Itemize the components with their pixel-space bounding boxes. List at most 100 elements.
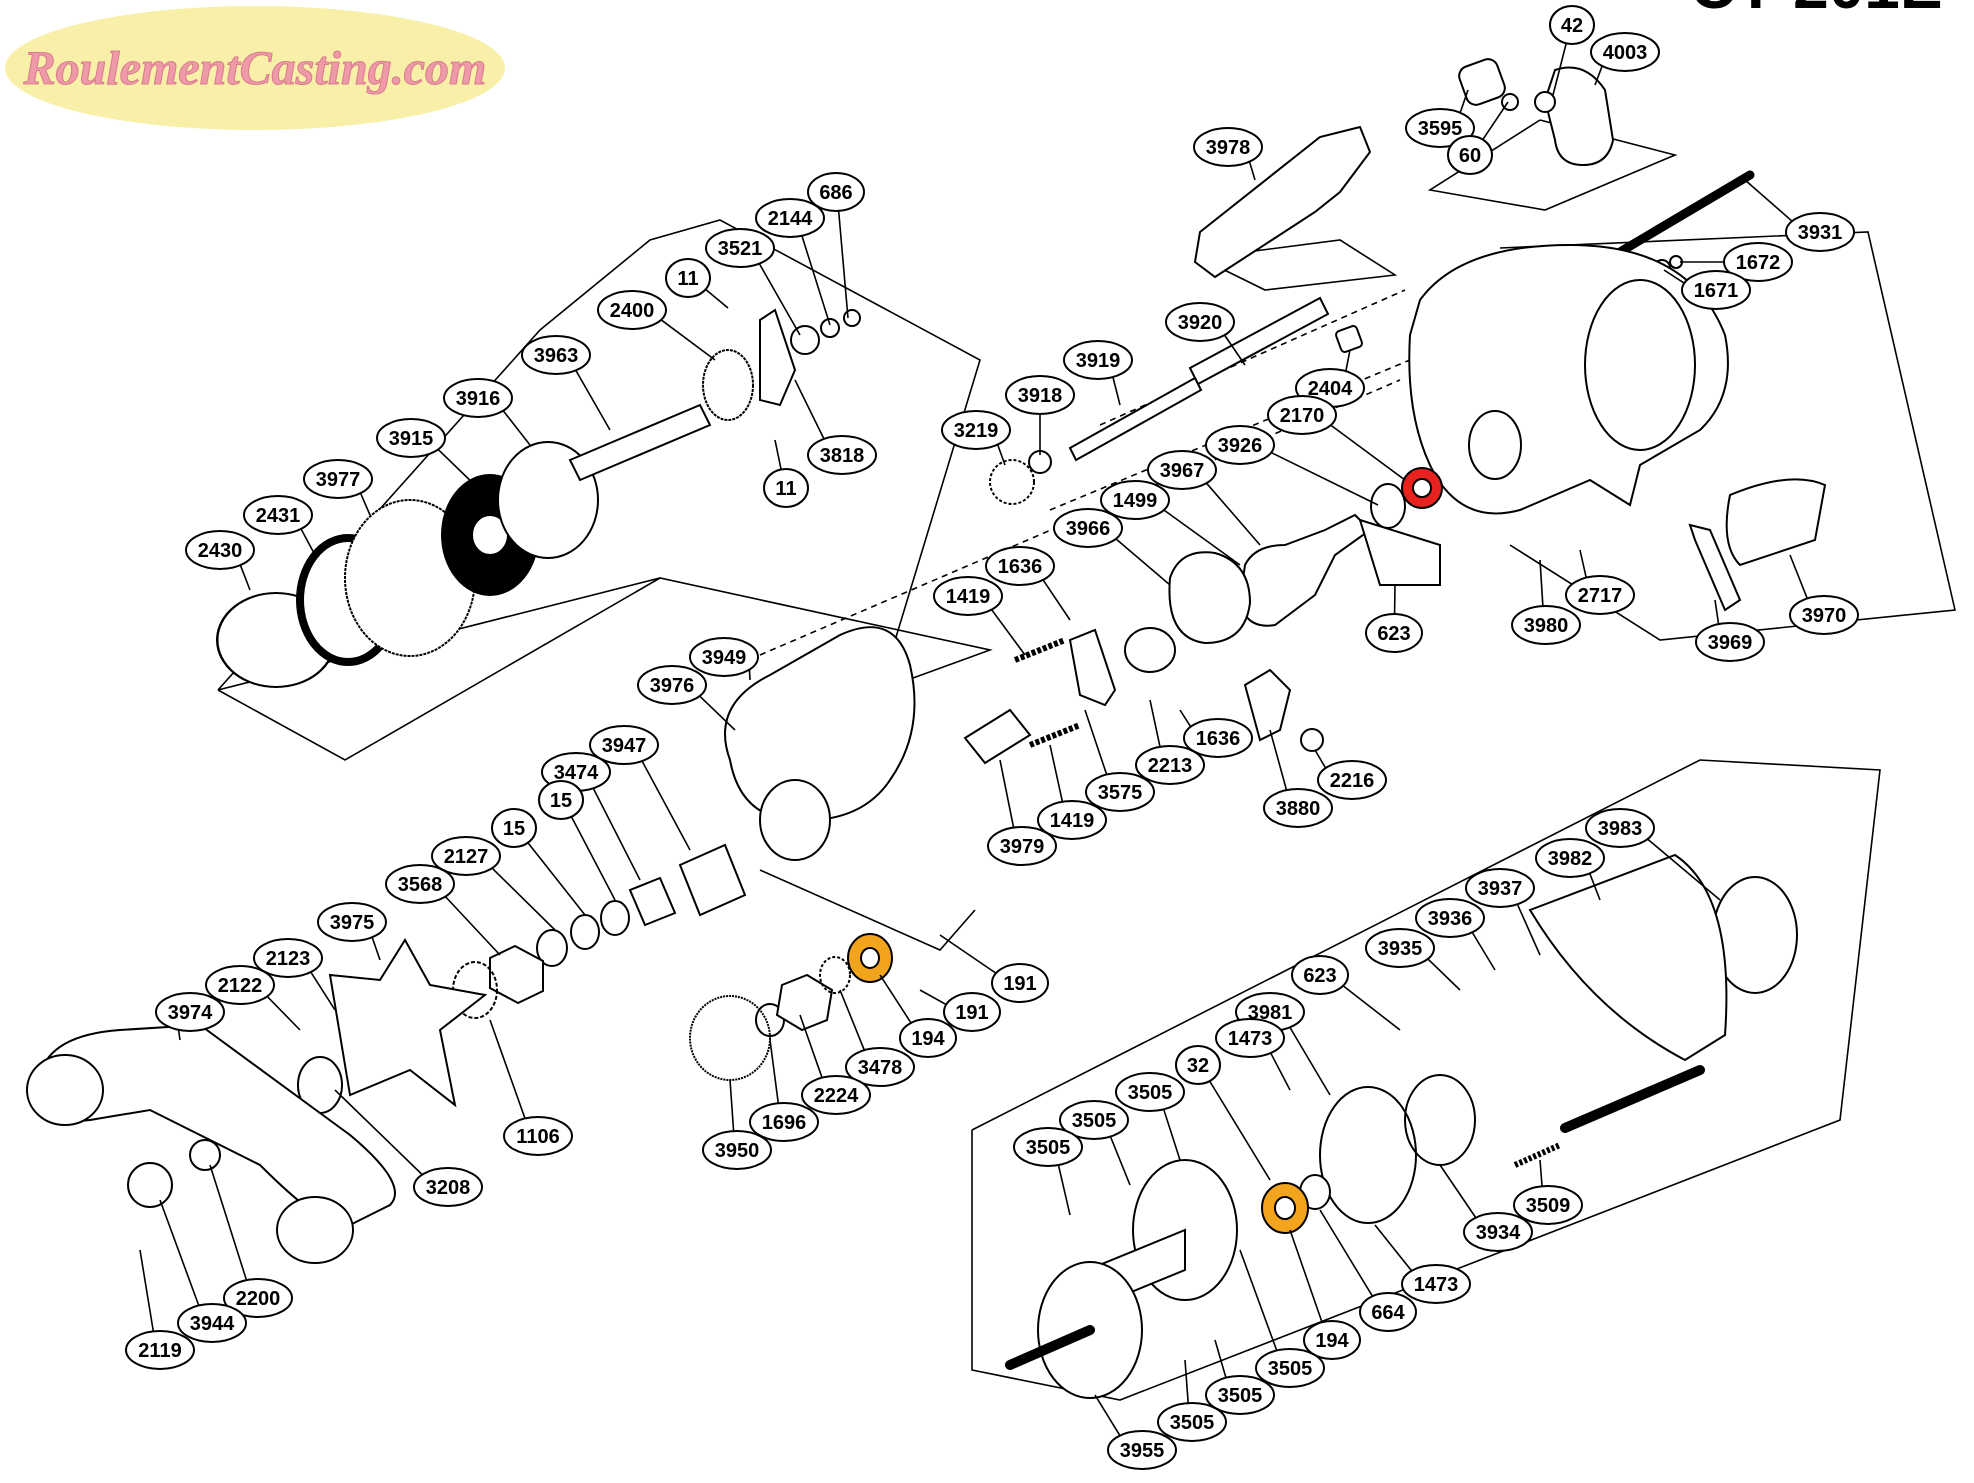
part-3979-pinion — [963, 708, 1032, 765]
callout-oval — [801, 1075, 871, 1115]
callout-leader — [1482, 101, 1509, 141]
callout-oval — [1107, 1430, 1177, 1470]
part-3568-nut — [489, 944, 544, 1005]
callout-label: 3880 — [1276, 798, 1321, 820]
callout-label: 4003 — [1603, 42, 1648, 64]
callout-1636: 1636 — [985, 546, 1071, 621]
callout-leader — [1552, 43, 1568, 96]
callout-leader — [1115, 538, 1171, 586]
callout-leader — [359, 492, 371, 516]
callout-label: 2200 — [236, 1288, 281, 1310]
callout-oval — [431, 836, 501, 876]
callout-label: 3918 — [1018, 385, 1063, 407]
callout-2200: 2200 — [209, 1164, 293, 1318]
callout-3963: 3963 — [521, 335, 611, 431]
callout-oval — [1059, 1100, 1129, 1140]
callout-leader — [139, 1249, 155, 1332]
callout-leader — [1330, 424, 1406, 481]
frame-side-plate-group — [217, 577, 661, 761]
callout-3949: 3949 — [689, 637, 759, 681]
callout-3944: 3944 — [159, 1199, 247, 1343]
callout-686: 686 — [807, 172, 865, 319]
callout-194: 194 — [879, 974, 957, 1058]
callout-2213: 2213 — [1135, 699, 1205, 785]
callout-3950: 3950 — [702, 1079, 772, 1170]
callout-label: 3944 — [190, 1313, 235, 1335]
callout-oval — [1359, 1292, 1417, 1332]
callout-leader — [1094, 1394, 1121, 1436]
callout-label: 3979 — [1000, 836, 1045, 858]
callout-oval — [1215, 1018, 1285, 1058]
callout-3975: 3975 — [317, 902, 387, 961]
callout-leader — [794, 379, 825, 440]
callout-3970: 3970 — [1789, 554, 1859, 635]
callout-oval — [1590, 32, 1660, 72]
bearing-194-spool-bore — [1274, 1196, 1296, 1220]
callout-leader — [660, 319, 716, 361]
callout-3955: 3955 — [1094, 1394, 1177, 1470]
callout-label: 11 — [775, 478, 796, 500]
callout-label: 1636 — [998, 556, 1043, 578]
callout-oval — [1401, 1264, 1471, 1304]
callout-leader — [491, 867, 556, 931]
callout-oval — [491, 808, 537, 848]
callout-oval — [637, 665, 707, 705]
callout-leader — [774, 439, 782, 470]
part-3966-cam-hole — [1124, 627, 1176, 673]
callout-oval — [1005, 375, 1075, 415]
callout-oval — [1147, 450, 1217, 490]
callout-leader — [939, 934, 997, 974]
callout-1106: 1106 — [489, 1019, 573, 1156]
callout-leader — [1214, 1339, 1227, 1378]
callout-oval — [155, 992, 225, 1032]
callout-oval — [1193, 127, 1263, 167]
callout-oval — [899, 1018, 957, 1058]
callout-oval — [521, 335, 591, 375]
callout-2144: 2144 — [755, 198, 831, 326]
callout-leader — [1109, 1136, 1131, 1186]
callout-label: 2170 — [1280, 405, 1325, 427]
callout-label: 194 — [1315, 1330, 1349, 1352]
callout-oval — [845, 1047, 915, 1087]
callout-oval — [1157, 1402, 1227, 1442]
callout-leader — [1647, 838, 1721, 901]
callout-oval — [253, 938, 323, 978]
callout-leader — [1744, 179, 1793, 222]
callout-label: 1636 — [1196, 728, 1241, 750]
callout-oval — [1085, 772, 1155, 812]
callout-oval — [125, 1330, 195, 1370]
callout-leader — [1374, 1224, 1413, 1272]
callout-oval — [755, 198, 825, 238]
part-3818-plate — [759, 308, 797, 407]
bearing-2170-bore — [1412, 478, 1432, 498]
callout-label: 15 — [503, 818, 525, 840]
part-3974-knob-right — [276, 1196, 354, 1264]
callout-3947: 3947 — [589, 725, 691, 851]
callout-leader — [1208, 1080, 1271, 1181]
part-3966-cam — [1168, 551, 1252, 645]
callout-label: 3966 — [1066, 518, 1111, 540]
part-3509-spring — [1513, 1142, 1562, 1168]
callout-oval — [243, 495, 313, 535]
callout-label: 3935 — [1378, 938, 1423, 960]
part-3947-bearing — [678, 843, 747, 917]
part-3955-spool-shaft — [1005, 1325, 1095, 1370]
callout-3983: 3983 — [1585, 808, 1721, 901]
callout-oval — [991, 963, 1049, 1003]
callout-3818: 3818 — [794, 379, 877, 475]
callout-label: 3934 — [1476, 1222, 1521, 1244]
callout-11: 11 — [763, 439, 809, 508]
callout-label: 1473 — [1228, 1028, 1273, 1050]
callout-leader — [1184, 1359, 1189, 1404]
callout-label: 3969 — [1708, 632, 1753, 654]
callout-label: 1671 — [1694, 280, 1739, 302]
callout-leader — [1269, 729, 1288, 791]
callout-3980: 3980 — [1511, 559, 1581, 645]
callout-oval — [763, 468, 809, 508]
callout-leader — [1319, 1209, 1374, 1297]
callout-leader — [1714, 599, 1720, 625]
callout-label: 3505 — [1026, 1137, 1071, 1159]
callout-3926: 3926 — [1205, 425, 1379, 506]
callout-3978: 3978 — [1193, 127, 1263, 181]
